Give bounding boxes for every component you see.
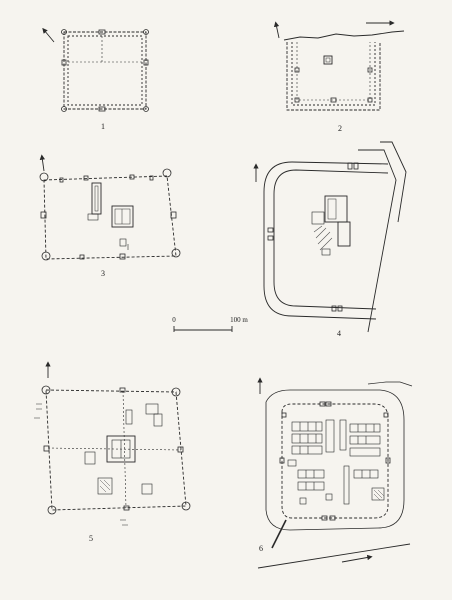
figure-label-5: 5 bbox=[89, 534, 93, 543]
fort-5-building-d bbox=[153, 413, 163, 427]
fort-4-annex bbox=[311, 211, 325, 225]
fort-1-outer-wall bbox=[63, 31, 147, 110]
north-arrow-3 bbox=[39, 154, 46, 172]
fort-6-hatched-ruins bbox=[373, 489, 385, 501]
fort-5-building-e bbox=[141, 483, 153, 495]
fort-5-building-b bbox=[97, 477, 113, 495]
fort-6-road-north bbox=[367, 381, 413, 387]
fort-6-outer-ditch bbox=[265, 389, 405, 531]
fort-3-small-building-b bbox=[119, 238, 127, 247]
fort-5-principia bbox=[106, 435, 136, 463]
fort-3-courtyard-inner bbox=[114, 208, 131, 225]
scale-bar-start-label: 0 bbox=[172, 316, 176, 324]
fort-4-principia bbox=[324, 195, 348, 223]
fort-6-approach-road bbox=[271, 519, 287, 549]
fort-5-outer-marks bbox=[34, 403, 128, 526]
fort-3-small-building-a bbox=[87, 213, 99, 221]
fort-6-barracks bbox=[287, 419, 385, 505]
fort-4-gates bbox=[267, 162, 359, 312]
fort-6-towers bbox=[279, 401, 391, 521]
fort-5-hatched-block bbox=[99, 479, 111, 493]
fort-1-inner-wall bbox=[67, 35, 143, 106]
figure-label-2: 2 bbox=[338, 124, 342, 133]
figure-label-4: 4 bbox=[337, 329, 341, 338]
fort-5-towers bbox=[41, 385, 191, 515]
fort-6-wall bbox=[281, 403, 389, 519]
fort-3-wall bbox=[43, 175, 177, 260]
fort-5-building-a bbox=[84, 451, 96, 465]
fort-2-outer-ditch bbox=[286, 42, 381, 111]
river-bank bbox=[283, 30, 405, 41]
fort-2-building bbox=[323, 55, 333, 65]
plan-3 bbox=[39, 154, 181, 261]
fort-4-ruins-hatch bbox=[313, 225, 333, 251]
fort-4-road bbox=[358, 149, 397, 333]
plan-1 bbox=[42, 27, 149, 112]
fort-5-cross-street-ew bbox=[47, 447, 182, 451]
plan-2 bbox=[273, 20, 405, 111]
fort-4-inner-wall bbox=[273, 169, 389, 310]
scale-bar-end-label: 100 m bbox=[230, 316, 248, 324]
fort-4-principia-inner bbox=[327, 198, 337, 220]
north-arrow-2 bbox=[273, 21, 280, 39]
fort-3-courtyard-building bbox=[111, 205, 134, 228]
fort-2-towers bbox=[294, 67, 373, 103]
plan-6 bbox=[257, 377, 413, 569]
plan-4 bbox=[253, 141, 407, 333]
fort-5-building-f bbox=[125, 409, 133, 425]
fort-2-inner-ditch bbox=[291, 42, 376, 106]
fort-4-small-building bbox=[321, 248, 331, 256]
fort-5-building-c bbox=[145, 403, 159, 415]
figure-label-1: 1 bbox=[101, 122, 105, 131]
fort-3-towers bbox=[39, 168, 181, 261]
fort-6-flow-arrow bbox=[341, 554, 373, 563]
fort-3-principia bbox=[91, 182, 102, 215]
fort-3-principia-inner bbox=[94, 185, 99, 212]
plan-5 bbox=[34, 361, 191, 526]
fort-4-granary bbox=[337, 221, 351, 247]
fort-4-outer-wall bbox=[263, 161, 389, 320]
fort-6-road-south bbox=[257, 543, 411, 569]
fort-5-wall bbox=[45, 389, 187, 511]
figure-label-6: 6 bbox=[259, 544, 263, 553]
north-arrow-1 bbox=[42, 27, 55, 43]
fort-2-building-inner bbox=[325, 57, 331, 63]
fort-2-wall bbox=[296, 42, 371, 101]
figure-label-3: 3 bbox=[101, 269, 105, 278]
fort-5-cross-street-ns bbox=[122, 390, 127, 509]
scale-bar bbox=[173, 326, 233, 332]
fort-1-towers bbox=[61, 29, 149, 112]
fort-4-road-east bbox=[380, 141, 407, 223]
